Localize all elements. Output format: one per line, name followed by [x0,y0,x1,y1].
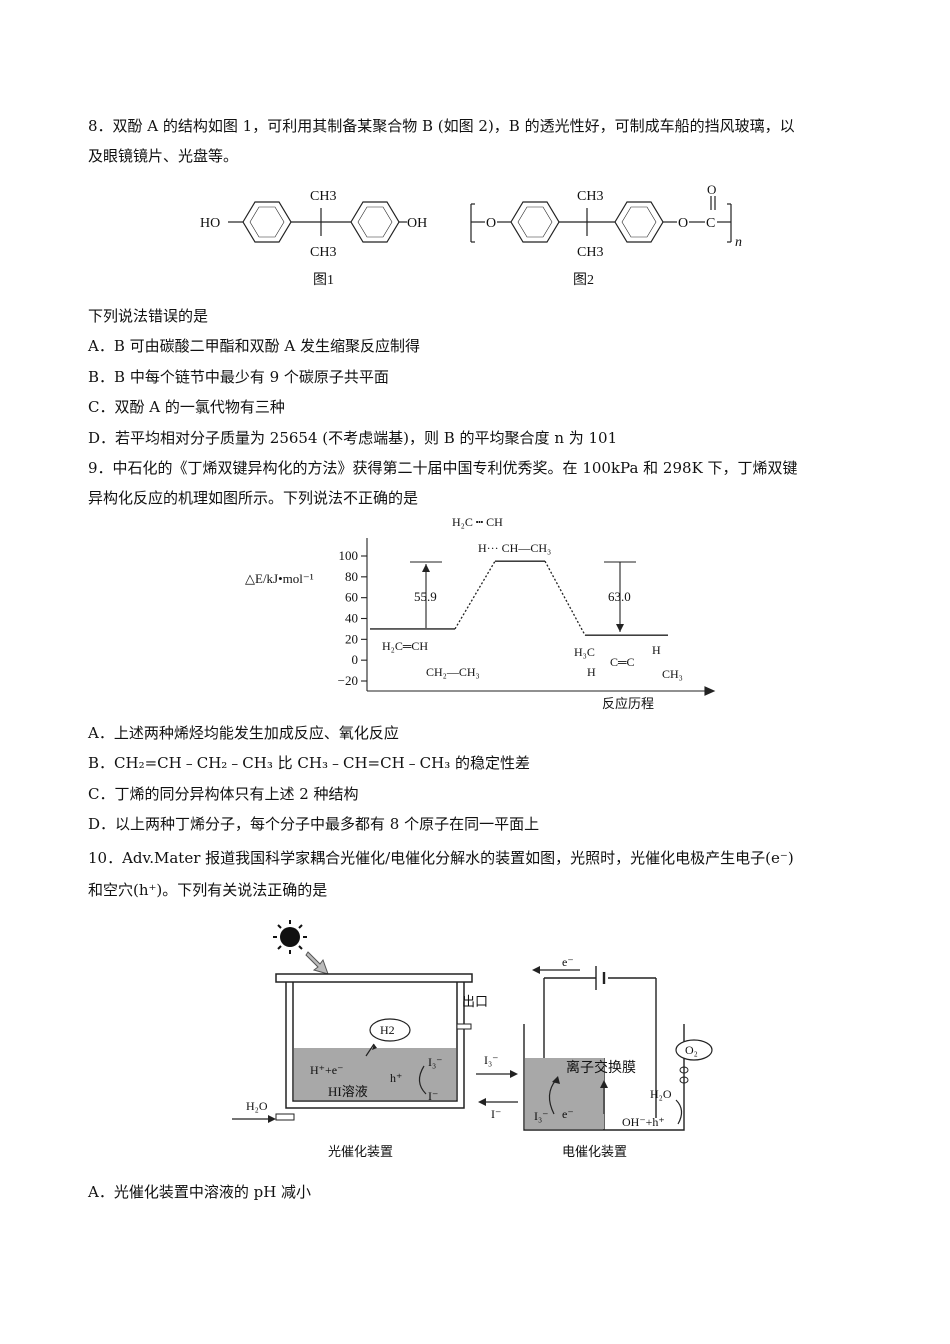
ts-structure-line2: H··· CH—CH₃ [478,541,551,555]
hi-solution-fill [294,1048,456,1100]
ch3-top-label-fig2: CH3 [577,189,603,204]
q8-option-d[interactable]: D．若平均相对分子质量为 25654 (不考虑端基)，则 B 的平均聚合度 n … [88,429,618,447]
anolyte-fill [525,1058,604,1129]
product-structure-left2: H [587,665,596,679]
sun-icon [273,920,307,954]
q9-stem-line2: 异构化反应的机理如图所示。下列说法不正确的是 [88,489,419,507]
electrolysis-apparatus-figure: 出口 H2 H⁺+e⁻ h⁺ I₃⁻ I⁻ HI溶液 H₂O 光催化装置 I₃⁻… [232,920,713,1159]
q10-option-a[interactable]: A．光催化装置中溶液的 pH 减小 [88,1183,312,1201]
hole-label: h⁺ [390,1071,402,1085]
y-tick-label: 20 [345,631,358,646]
oh-hole-label: OH⁻+h⁺ [622,1115,665,1129]
ch3-bottom-label-fig2: CH3 [577,245,603,260]
q8-stem-line1: 8．双酚 A 的结构如图 1，可利用其制备某聚合物 B (如图 2)，B 的透光… [88,117,795,135]
ch3-bottom-label-fig1: CH3 [310,245,336,260]
hi-solution-label: HI溶液 [328,1084,368,1099]
photocatalytic-cell [285,982,465,1109]
ho-left-label: HO [200,216,220,231]
y-tick-label: 40 [345,611,358,626]
path-to-ts [454,560,496,630]
h2-label: H2 [380,1023,395,1037]
q8-question: 下列说法错误的是 [88,307,209,325]
q10-stem-line2: 和空穴(h⁺)。下列有关说法正确的是 [88,881,328,899]
y-tick-label: 80 [345,569,358,584]
o2-bubble [675,1039,713,1061]
electrocatalytic-device-caption: 电催化装置 [562,1144,627,1159]
i3-right-label: I₃⁻ [534,1109,549,1123]
energy-profile-chart: 100 80 60 40 20 0 −20 △E/kJ•mol⁻¹ 反应历程 55.9 63.… [245,515,716,711]
q9-option-b[interactable]: B．CH₂=CH﹣CH₂﹣CH₃ 比 CH₃﹣CH=CH﹣CH₃ 的稳定性差 [88,754,530,772]
q8-option-a[interactable]: A．B 可由碳酸二甲酯和双酚 A 发生缩聚反应制得 [88,337,420,355]
product-structure-right1: H [652,643,661,657]
outlet-pipe [456,1023,472,1030]
o2-label: O₂ [685,1043,698,1057]
y-tick-label: 100 [339,548,359,563]
q9-stem-line1: 9．中石化的《丁烯双键异构化的方法》获得第二十届中国专利优秀奖。在 100kPa… [88,459,798,477]
barrier1-value: 55.9 [414,589,437,604]
figure1-caption: 图1 [313,273,334,288]
o-left-label: O [486,216,496,231]
product-structure-middle: C═C [610,655,635,669]
q8-stem-line2: 及眼镜镜片、光盘等。 [88,147,239,165]
light-arrow-icon [305,951,329,975]
x-axis-arrowhead [704,686,716,696]
iodide-left-label: I⁻ [428,1089,438,1103]
ch3-top-label-fig1: CH3 [310,189,336,204]
q8-option-c[interactable]: C．双酚 A 的一氯代物有三种 [88,398,285,416]
h2o-inlet-label: H₂O [246,1099,268,1113]
h2o-right-label: H₂O [650,1087,672,1101]
reactant-structure-line1: H₂C═CH [382,639,428,653]
barrier2-arrow-head [616,624,624,632]
barrier2-value: 63.0 [608,589,631,604]
ts-structure-line1: H₂C ┅ CH [452,515,503,529]
electron-right-label: e⁻ [562,1107,574,1121]
q9-option-a[interactable]: A．上述两种烯烃均能发生加成反应、氧化反应 [88,724,399,742]
polymer-b-structure: O CH3 CH3 O C O n [470,182,742,260]
path-to-product [544,560,586,636]
iodide-transfer-label: I⁻ [491,1107,501,1121]
product-structure-left1: H₃C [574,645,595,659]
q10-stem-line1: 10．Adv.Mater 报道我国科学家耦合光催化/电催化分解水的装置如图，光照… [88,849,794,867]
q9-option-c[interactable]: C．丁烯的同分异构体只有上述 2 种结构 [88,785,359,803]
y-tick-label: −20 [338,673,358,688]
photocatalytic-electrode-plate [275,973,473,983]
i3-transfer-label: I₃⁻ [484,1053,499,1067]
barrier1-arrow-head [422,564,430,572]
y-tick-label: 0 [352,652,359,667]
outlet-label: 出口 [462,994,488,1009]
bisphenol-a-structure: HO CH3 CH3 OH [200,189,427,260]
product-structure-right2: CH₃ [662,667,683,681]
figure2-caption: 图2 [573,273,594,288]
q8-option-b[interactable]: B．B 中每个链节中最少有 9 个碳原子共平面 [88,368,389,386]
y-tick-label: 60 [345,590,358,605]
reactant-structure-line2: CH₂—CH₃ [426,665,480,679]
membrane-label: 离子交换膜 [566,1059,636,1076]
carbonyl-o-label: O [707,182,716,197]
o-right-label: O [678,216,688,231]
q9-option-d[interactable]: D．以上两种丁烯分子，每个分子中最多都有 8 个原子在同一平面上 [88,815,540,833]
carbonyl-c-label: C [706,216,715,231]
polymer-n-label: n [735,235,742,250]
q8-structures-figure: HO CH3 CH3 OH 图1 O CH3 CH3 O C [200,182,742,288]
oh-right-label: OH [407,216,427,231]
x-axis-label: 反应历程 [602,696,654,711]
y-axis-label: △E/kJ•mol⁻¹ [245,571,314,586]
bubbles-icon [679,1066,689,1084]
i3-left-label: I₃⁻ [428,1055,443,1069]
electron-top-label: e⁻ [562,955,574,969]
photocatalytic-device-caption: 光催化装置 [328,1144,393,1159]
h2-bubble [369,1018,411,1042]
hplus-e-label: H⁺+e⁻ [310,1063,343,1077]
